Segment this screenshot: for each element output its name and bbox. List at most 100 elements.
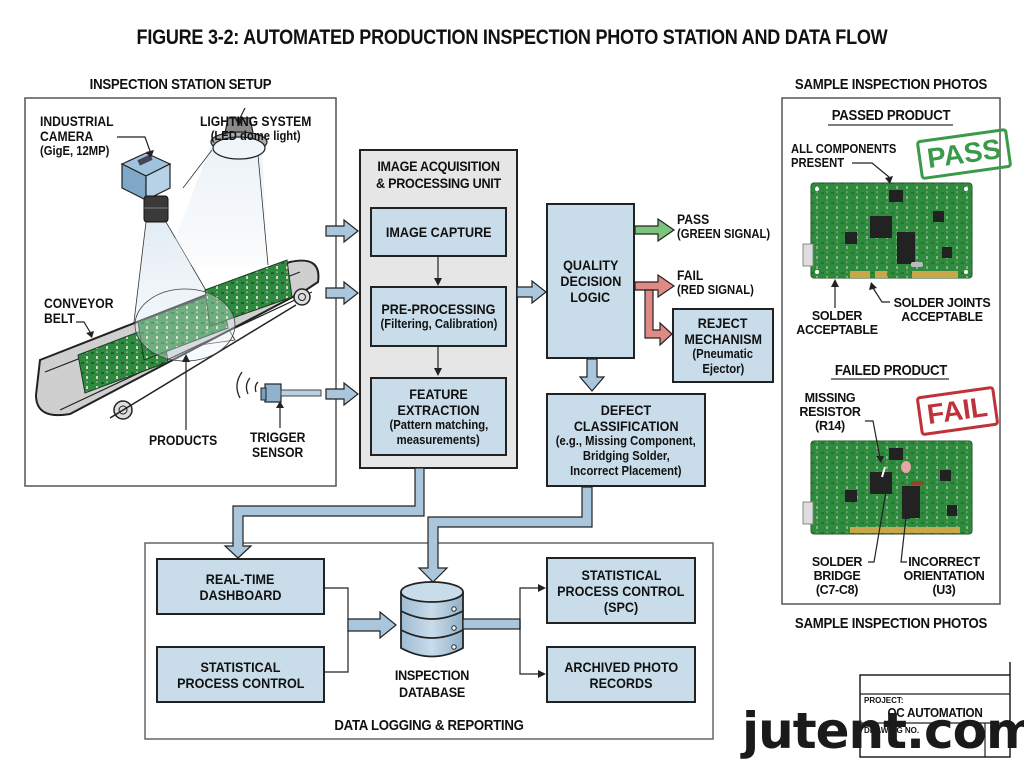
pre-processing-label: PRE-PROCESSING	[381, 301, 496, 317]
spc-left-label-line2: PROCESS CONTROL	[176, 674, 305, 691]
light-beam	[165, 148, 268, 265]
lighting-label: LIGHTING SYSTEM (LED dome light)	[200, 114, 311, 143]
dome-light-icon	[210, 117, 268, 160]
trigger-label: TRIGGER SENSOR	[250, 430, 305, 460]
callout-joints-line2: ACCEPTABLE	[901, 310, 983, 324]
trigger-label-line1: TRIGGER	[250, 430, 306, 445]
database-icon	[400, 581, 464, 658]
station-heading: INSPECTION STATION SETUP	[89, 76, 272, 93]
reject-label-line1: REJECT	[698, 314, 748, 331]
defect-label-line2: CLASSIFICATION	[573, 417, 679, 434]
callout-missing-line3: (R14)	[815, 419, 845, 433]
feature-extraction-box: FEATURE EXTRACTION (Pattern matching, me…	[370, 377, 507, 456]
processing-unit-title: IMAGE ACQUISITION & PROCESSING UNIT	[360, 158, 517, 192]
conveyor-label: CONVEYOR BELT	[44, 296, 114, 326]
spc-right-box: STATISTICAL PROCESS CONTROL (SPC)	[546, 557, 696, 624]
callout-missing-resistor: MISSING RESISTOR (R14)	[795, 391, 865, 433]
processing-unit-title-line2: & PROCESSING UNIT	[376, 175, 501, 191]
trigger-label-line2: SENSOR	[252, 445, 304, 460]
decision-label-line1: QUALITY	[562, 257, 619, 273]
archive-label-line2: RECORDS	[589, 674, 653, 691]
input-arrows	[325, 218, 359, 407]
feature-extraction-label-line1: FEATURE	[409, 385, 468, 402]
callout-all-components-line1: ALL COMPONENTS	[791, 142, 897, 156]
inspection-zone	[134, 288, 236, 362]
callout-all-components-line2: PRESENT	[791, 156, 845, 170]
callout-joints-line1: SOLDER JOINTS	[893, 296, 991, 310]
fail-arrow	[634, 273, 676, 299]
decision-label-line3: LOGIC	[570, 289, 611, 305]
conveyor-label-line2: BELT	[44, 311, 75, 326]
passed-pcb-photo	[802, 182, 973, 279]
failed-pcb-photo	[802, 440, 973, 535]
reject-detail-line1: (Pneumatic	[692, 346, 754, 361]
defect-label-line1: DEFECT	[600, 401, 652, 418]
project-value: QC AUTOMATION	[887, 705, 983, 720]
conveyor-label-line1: CONVEYOR	[44, 296, 114, 311]
callout-orient-line3: (U3)	[932, 583, 956, 597]
camera-label-line2: CAMERA	[40, 129, 94, 144]
lighting-spec: (LED dome light)	[210, 129, 301, 143]
callout-solder-line2: ACCEPTABLE	[796, 323, 878, 337]
pass-signal-label: PASS (GREEN SIGNAL)	[677, 212, 770, 241]
camera-label-line1: INDUSTRIAL	[40, 114, 114, 129]
callout-orient-line2: ORIENTATION	[903, 569, 985, 583]
feature-extraction-detail-line1: (Pattern matching,	[389, 417, 488, 432]
failed-product-title: FAILED PRODUCT	[834, 362, 948, 379]
samples-heading-bottom: SAMPLE INSPECTION PHOTOS	[794, 615, 988, 632]
products-label: PRODUCTS	[149, 433, 218, 448]
database-label: INSPECTION DATABASE	[372, 667, 492, 701]
defect-example-3: Incorrect Placement)	[570, 463, 682, 478]
dashboard-label-line2: DASHBOARD	[199, 586, 282, 603]
fail-signal-detail: (RED SIGNAL)	[677, 283, 754, 297]
callout-missing-line2: RESISTOR	[799, 405, 861, 419]
database-label-line1: INSPECTION	[394, 667, 470, 683]
database-label-line2: DATABASE	[399, 684, 465, 700]
flow-to-dashboard	[223, 467, 425, 559]
callout-solder-joints: SOLDER JOINTS ACCEPTABLE	[888, 296, 996, 324]
callout-all-components: ALL COMPONENTS PRESENT	[791, 142, 896, 170]
lighting-label-line1: LIGHTING SYSTEM	[200, 114, 312, 129]
dashboard-label-line1: REAL-TIME	[206, 570, 275, 587]
reject-mechanism-box: REJECT MECHANISM (Pneumatic Ejector)	[672, 308, 774, 383]
archived-photos-box: ARCHIVED PHOTO RECORDS	[546, 646, 696, 703]
callout-bridge-line2: BRIDGE	[813, 569, 861, 583]
camera-spec: (GigE, 12MP)	[40, 144, 110, 158]
callout-incorrect-orientation: INCORRECT ORIENTATION (U3)	[896, 555, 992, 597]
feature-extraction-detail-line2: measurements)	[396, 432, 481, 447]
fail-signal-label: FAIL (RED SIGNAL)	[677, 268, 754, 297]
callout-solder-line1: SOLDER	[811, 309, 863, 323]
pre-processing-box: PRE-PROCESSING (Filtering, Calibration)	[370, 286, 507, 347]
fail-label: FAIL	[677, 268, 704, 283]
archive-label-line1: ARCHIVED PHOTO	[564, 658, 678, 675]
flow-to-database	[417, 486, 593, 583]
figure-title: FIGURE 3-2: AUTOMATED PRODUCTION INSPECT…	[136, 26, 888, 49]
pass-signal-detail: (GREEN SIGNAL)	[677, 227, 771, 241]
pre-processing-detail: (Filtering, Calibration)	[380, 317, 497, 331]
callout-solder-acceptable: SOLDER ACCEPTABLE	[792, 309, 882, 337]
product-pcb-2	[137, 290, 229, 361]
drawing-number-label: DRAWING NO.	[864, 726, 920, 735]
reject-detail-line2: Ejector)	[702, 361, 744, 376]
passed-product-title: PASSED PRODUCT	[831, 107, 951, 124]
spc-left-box: STATISTICAL PROCESS CONTROL	[156, 646, 325, 703]
callout-orient-line1: INCORRECT	[908, 555, 980, 569]
pass-arrow	[634, 217, 676, 243]
defect-example-1: (e.g., Missing Component,	[555, 433, 697, 448]
spc-left-label-line1: STATISTICAL	[200, 658, 281, 675]
arrow-to-database	[347, 610, 397, 640]
reject-arrow	[644, 289, 673, 347]
watermark: jutent.com	[742, 702, 1024, 760]
project-label: PROJECT:	[864, 696, 904, 705]
feature-extraction-label-line2: EXTRACTION	[397, 401, 480, 418]
image-capture-box: IMAGE CAPTURE	[370, 207, 507, 257]
sheet-label: TI.	[990, 726, 1000, 735]
arrow-to-decision	[516, 279, 547, 305]
spc-right-label-line3: (SPC)	[603, 598, 639, 615]
samples-heading-top: SAMPLE INSPECTION PHOTOS	[794, 76, 988, 93]
defect-classification-box: DEFECT CLASSIFICATION (e.g., Missing Com…	[546, 393, 706, 487]
processing-unit-title-line1: IMAGE ACQUISITION	[377, 158, 500, 174]
decision-label-line2: DECISION	[560, 273, 621, 289]
defect-example-2: Bridging Solder,	[582, 448, 670, 463]
product-pcb-3	[204, 259, 293, 327]
